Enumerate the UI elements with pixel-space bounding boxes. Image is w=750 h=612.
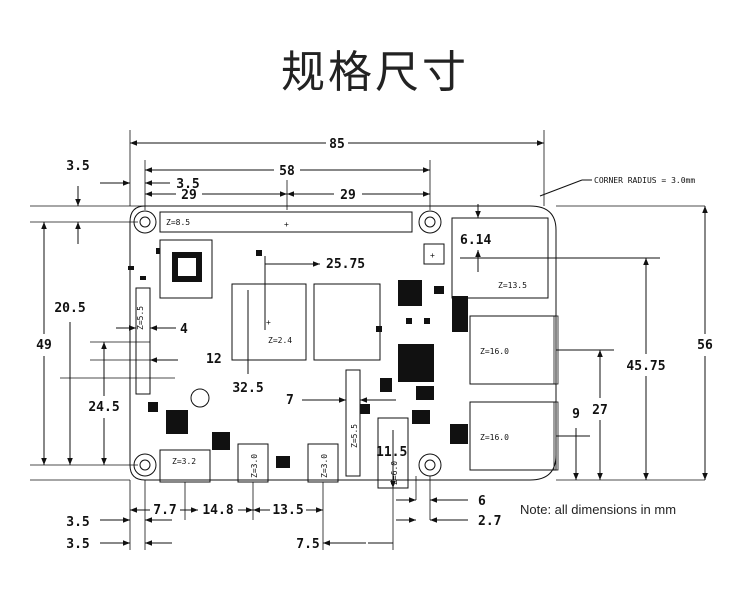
hdmi-port-1: Z=3.0: [237, 443, 269, 483]
header-z-label: Z=8.5: [166, 218, 190, 227]
dim-29-left: 29: [181, 188, 197, 203]
dim-32-5: 32.5: [232, 381, 263, 396]
dim-7-5: 7.5: [296, 537, 319, 552]
dim-13-5: 13.5: [272, 503, 303, 518]
mounting-holes: [133, 210, 442, 477]
dim-56: 56: [697, 338, 713, 353]
eth-z-label: Z=13.5: [498, 281, 527, 290]
board-outline: [129, 205, 557, 481]
svg-text:Z=6.0: Z=6.0: [390, 461, 399, 485]
dim-9: 9: [572, 407, 580, 422]
svg-text:+: +: [266, 318, 271, 327]
display-connector: Z=5.5: [135, 287, 151, 395]
dim-6: 6: [478, 494, 486, 509]
svg-text:+: +: [284, 220, 289, 229]
dim-7: 7: [286, 393, 294, 408]
dim-25-75: 25.75: [326, 257, 365, 272]
dimension-lines: [41, 140, 708, 546]
dim-4: 4: [180, 322, 188, 337]
soc-z-label: Z=2.4: [268, 336, 292, 345]
hdmi-port-2: Z=3.0: [307, 443, 339, 483]
dim-7-7: 7.7: [153, 503, 176, 518]
soc-chip: Z=2.4 +: [231, 283, 307, 361]
dim-3-5-bottom-2: 3.5: [66, 537, 89, 552]
dim-24-5: 24.5: [88, 400, 119, 415]
gpio-header: Z=8.5 +: [159, 211, 413, 233]
dim-3-5-top: 3.5: [176, 177, 199, 192]
dim-29-right: 29: [340, 188, 356, 203]
extension-lines: [30, 130, 705, 550]
wireless-module: [159, 239, 213, 299]
corner-radius-label: CORNER RADIUS = 3.0mm: [594, 176, 695, 185]
svg-text:Z=3.2: Z=3.2: [172, 457, 196, 466]
dim-2-7: 2.7: [478, 514, 501, 529]
dim-12: 12: [206, 352, 222, 367]
usb-port-2: Z=16.0: [469, 401, 559, 471]
dim-11-5: 11.5: [376, 445, 407, 460]
usb2-z-label: Z=16.0: [480, 433, 509, 442]
dim-20-5: 20.5: [54, 301, 85, 316]
dim-85: 85: [329, 137, 345, 152]
dim-6-14: 6.14: [460, 233, 491, 248]
usbc-port: Z=3.2: [159, 449, 211, 483]
ram-chip: [313, 283, 381, 361]
svg-text:Z=3.0: Z=3.0: [320, 454, 329, 478]
svg-text:+: +: [430, 251, 435, 260]
dim-3-5-left: 3.5: [66, 159, 89, 174]
dim-14-8: 14.8: [202, 503, 233, 518]
usb-port-1: Z=16.0: [469, 315, 559, 385]
units-note: Note: all dimensions in mm: [520, 502, 676, 517]
usb1-z-label: Z=16.0: [480, 347, 509, 356]
dim-58: 58: [279, 164, 295, 179]
dimension-labels: 85 58 3.5 29 29 3.5 6.14 25.75 20.5 49 4…: [36, 137, 713, 552]
small-components: [128, 248, 468, 468]
dim-27: 27: [592, 403, 608, 418]
svg-text:Z=5.5: Z=5.5: [136, 306, 145, 330]
camera-connector: Z=5.5: [345, 369, 361, 477]
svg-text:Z=5.5: Z=5.5: [350, 424, 359, 448]
dim-45-75: 45.75: [626, 359, 665, 374]
svg-text:Z=3.0: Z=3.0: [250, 454, 259, 478]
dim-3-5-bottom-1: 3.5: [66, 515, 89, 530]
dim-49: 49: [36, 338, 52, 353]
page-title: 规格尺寸: [281, 47, 469, 98]
